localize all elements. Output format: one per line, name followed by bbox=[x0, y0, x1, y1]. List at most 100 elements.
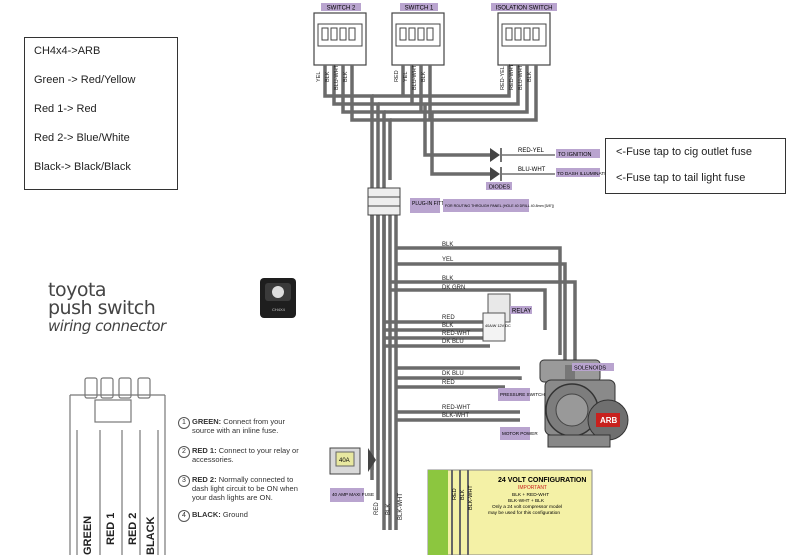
solenoids-label: SOLENOIDS bbox=[574, 366, 606, 372]
fuse-label: 40 AMP MAXI FUSE bbox=[332, 492, 374, 497]
mapping-line: Green -> Red/Yellow bbox=[34, 74, 136, 86]
config-line: may be used for this configuration bbox=[488, 510, 560, 516]
bottom-wire-label: BLK bbox=[386, 504, 392, 515]
diodes-label: DIODES bbox=[489, 185, 510, 191]
isolation-switch: ISOLATION SWITCH bbox=[491, 3, 557, 66]
switch-1-wire-label: BLU-WHT bbox=[412, 64, 418, 90]
bundle-label: RED bbox=[442, 380, 455, 386]
illum-wire-label: BLU-WHT bbox=[518, 167, 546, 173]
fuse-tap-line: <-Fuse tap to cig outlet fuse bbox=[616, 146, 753, 158]
switch-2-wire-label: BLK bbox=[325, 71, 331, 82]
connector-label-black: BLACK bbox=[145, 516, 157, 555]
bundle-label: BLK bbox=[442, 242, 453, 248]
fuse-tap-note: <-Fuse tap to cig outlet fuse <-Fuse tap… bbox=[605, 138, 786, 194]
switch-1-wire-label: RED bbox=[394, 70, 400, 82]
instruction-text: Connect to your relay or accessories. bbox=[192, 446, 299, 464]
bundle-label: BLK-WHT bbox=[442, 413, 469, 419]
relay-label: RELAY bbox=[512, 309, 531, 315]
iso-wire-label: RED-WHT bbox=[509, 63, 515, 90]
config-line: Only a 24 volt compressor model bbox=[492, 504, 562, 510]
connector-drawing bbox=[69, 377, 166, 555]
bundle-label: RED bbox=[442, 315, 455, 321]
config-important: IMPORTANT bbox=[518, 485, 547, 491]
bundle-labels: BLK YEL BLK DK GRN RED BLK RED-WHT DK BL… bbox=[442, 242, 471, 419]
instruction-head: RED 1: bbox=[192, 446, 217, 455]
to-ignition-label: TO IGNITION bbox=[558, 152, 592, 158]
bottom-wire-label: BLK-WHT bbox=[398, 493, 404, 520]
config-box: 24 VOLT CONFIGURATION IMPORTANT BLK + RE… bbox=[427, 469, 593, 555]
mapping-note: CH4x4->ARB Green -> Red/Yellow Red 1-> R… bbox=[24, 37, 178, 190]
bundle-label: YEL bbox=[442, 257, 454, 263]
instruction-head: BLACK: bbox=[192, 510, 221, 519]
instruction-number: 1 bbox=[178, 417, 190, 429]
instruction-item: 1 GREEN: Connect from your source with a… bbox=[178, 417, 308, 435]
bundle-label: BLK bbox=[442, 276, 453, 282]
config-wire-label: BLK bbox=[460, 489, 466, 500]
config-wire-label: RED bbox=[452, 488, 458, 500]
plug-in-fitting: PLUG-IN FITTING FOR ROUTING THROUGH PANE… bbox=[367, 187, 554, 216]
switch-2-label: SWITCH 2 bbox=[327, 6, 356, 12]
connector-label-red2: RED 2 bbox=[127, 512, 139, 545]
switch-1-wire-label: YEL bbox=[403, 72, 409, 82]
connector-label-red1: RED 1 bbox=[105, 512, 117, 545]
ignition-wire-label: RED-YEL bbox=[518, 148, 545, 154]
switch-1-wire-label: BLK bbox=[421, 71, 427, 82]
compressor-badge: ARB bbox=[600, 416, 618, 425]
bundle-label: RED-WHT bbox=[442, 331, 471, 337]
compressor: ARB SOLENOIDS PRESSURE SWITCH MOTOR POWE… bbox=[498, 359, 629, 448]
switch-2-wire-label: YEL bbox=[316, 72, 322, 82]
instruction-number: 2 bbox=[178, 446, 190, 458]
push-switch-image: CH4X4 bbox=[260, 278, 296, 318]
instruction-text: Normally connected to dash light circuit… bbox=[192, 475, 298, 502]
config-line: BLK + RED-WHT bbox=[512, 492, 549, 498]
bottom-wire-label: RED bbox=[374, 502, 380, 515]
connector-label-green: GREEN bbox=[82, 515, 94, 555]
brand-line: wiring connector bbox=[48, 317, 166, 335]
bundle-label: DK GRN bbox=[442, 285, 465, 291]
instruction-item: 4 BLACK: Ground bbox=[178, 510, 308, 522]
instruction-text: Ground bbox=[222, 510, 248, 519]
switch-2: SWITCH 2 bbox=[313, 3, 367, 66]
iso-wire-label: RED-YEL bbox=[500, 66, 506, 90]
fuse-tap-line: <-Fuse tap to tail light fuse bbox=[616, 172, 746, 184]
maxi-fuse: 40A 40 AMP MAXI FUSE bbox=[329, 447, 376, 502]
bundle-label: DK BLU bbox=[442, 339, 464, 345]
isolation-switch-label: ISOLATION SWITCH bbox=[496, 6, 553, 12]
motor-power-label: MOTOR POWER bbox=[502, 431, 538, 436]
diodes-group: RED-YEL TO IGNITION BLU-WHT TO DASH ILLU… bbox=[486, 148, 613, 191]
instruction-number: 4 bbox=[178, 510, 190, 522]
mapping-line: Black-> Black/Black bbox=[34, 161, 131, 173]
plug-fitting-label: PLUG-IN FITTING bbox=[412, 201, 453, 207]
mapping-line: CH4x4->ARB bbox=[34, 45, 101, 57]
bundle-label: RED-WHT bbox=[442, 405, 471, 411]
switch-1-label: SWITCH 1 bbox=[405, 6, 434, 12]
iso-wire-label: BLU-WHT bbox=[518, 64, 524, 90]
brand-title: toyota push switch wiring connector bbox=[48, 279, 166, 336]
bundle-label: BLK bbox=[442, 323, 453, 329]
instruction-head: GREEN: bbox=[192, 417, 222, 426]
config-line: BLK-WHT + BLK bbox=[508, 498, 545, 504]
bundle-label: DK BLU bbox=[442, 371, 464, 377]
plug-fitting-note: FOR ROUTING THROUGH PANEL (HOLE 40 DRILL… bbox=[445, 204, 554, 208]
switch-image-label: CH4X4 bbox=[272, 307, 286, 312]
relay: 40A/W 12V DC RELAY bbox=[482, 293, 532, 342]
switch-2-wire-label: BLK bbox=[343, 71, 349, 82]
instruction-head: RED 2: bbox=[192, 475, 217, 484]
relay-body-label: 40A/W 12V DC bbox=[485, 324, 511, 328]
fuse-body-label: 40A bbox=[339, 458, 350, 464]
instruction-item: 2 RED 1: Connect to your relay or access… bbox=[178, 446, 308, 464]
iso-wire-label: BLK bbox=[527, 71, 533, 82]
switch-1: SWITCH 1 bbox=[391, 3, 445, 66]
to-illumination-label: TO DASH ILLUMINATION bbox=[557, 171, 613, 177]
pressure-switch-label: PRESSURE SWITCH bbox=[500, 392, 545, 397]
switch-2-wire-label: BLU-WHT bbox=[334, 64, 340, 90]
brand-line: toyota bbox=[48, 279, 107, 301]
instruction-item: 3 RED 2: Normally connected to dash ligh… bbox=[178, 475, 308, 502]
instruction-text: Connect from your source with an inline … bbox=[192, 417, 285, 435]
instruction-number: 3 bbox=[178, 475, 190, 487]
mapping-line: Red 2-> Blue/White bbox=[34, 132, 130, 144]
mapping-line: Red 1-> Red bbox=[34, 103, 97, 115]
config-title: 24 VOLT CONFIGURATION bbox=[498, 477, 586, 484]
brand-line: push switch bbox=[48, 297, 156, 319]
